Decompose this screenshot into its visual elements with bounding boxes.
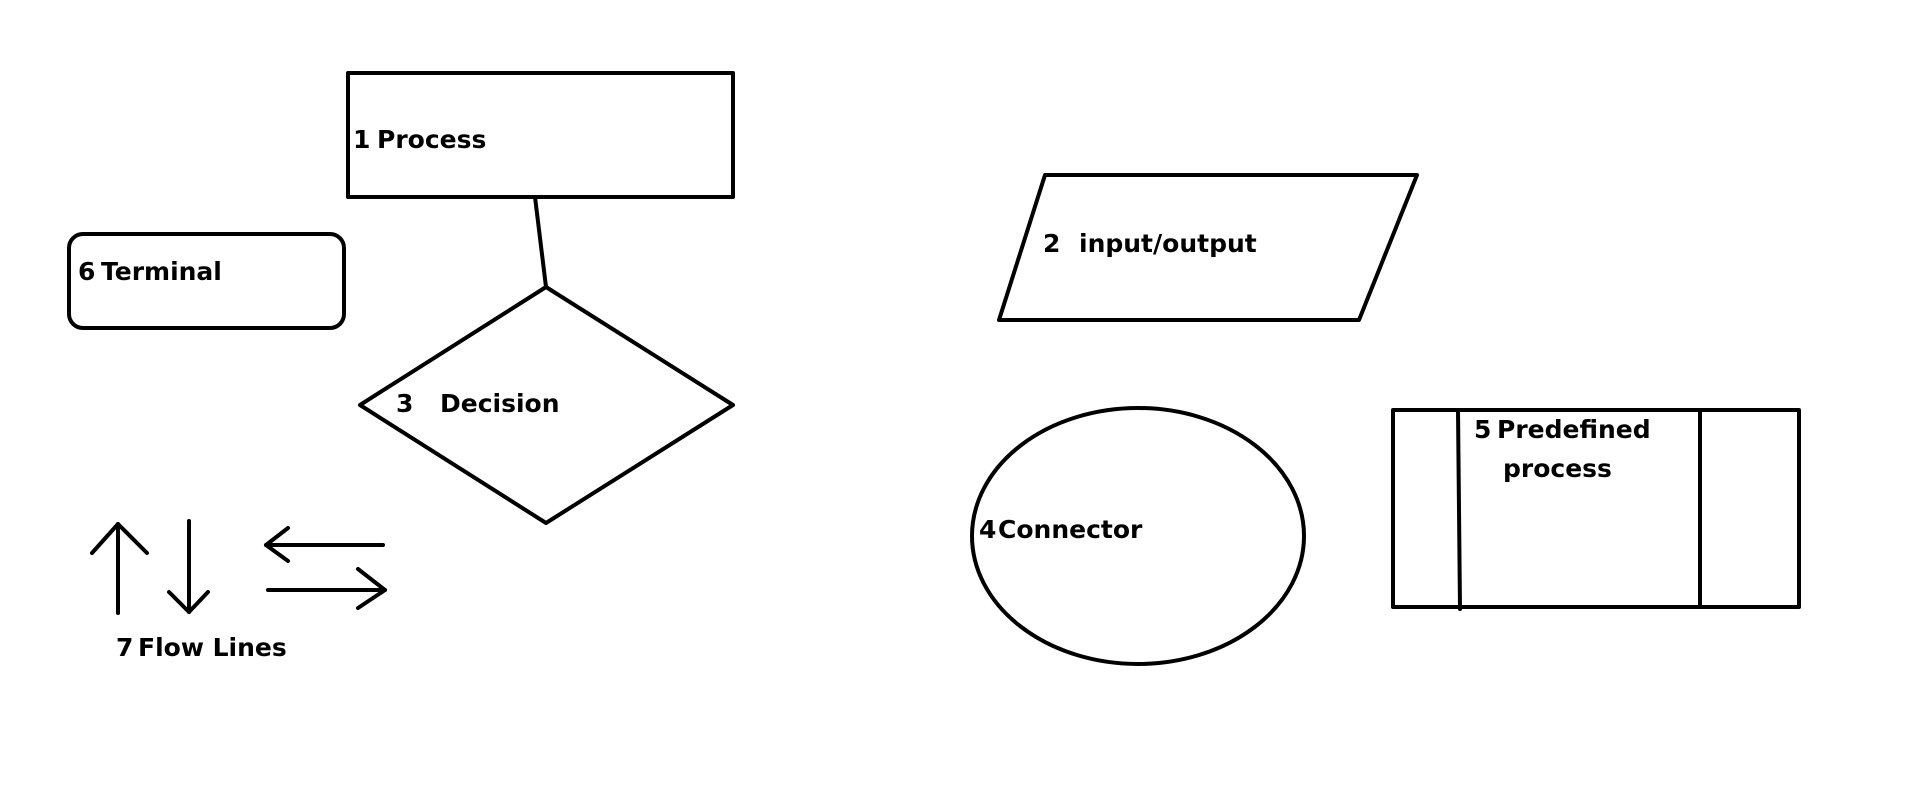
terminal-label: Terminal [101, 257, 222, 286]
connector-label: Connector [998, 515, 1143, 544]
process-label: Process [377, 125, 486, 154]
input-output-symbol: 2 input/output [997, 173, 1419, 322]
right-arrow-icon [266, 567, 387, 610]
decision-diamond [358, 285, 735, 525]
connector-number: 4 [979, 515, 996, 544]
left-arrow-icon [264, 526, 385, 563]
terminal-number: 6 [78, 257, 95, 286]
predefined-process-left-bar [1456, 408, 1462, 611]
input-output-label: input/output [1079, 229, 1257, 258]
predefined-process-number: 5 [1474, 415, 1491, 444]
input-output-parallelogram [997, 173, 1419, 322]
up-arrow-icon [90, 522, 149, 615]
decision-label: Decision [440, 389, 560, 418]
flow-lines-number: 7 [116, 633, 133, 662]
terminal-symbol: 6 Terminal [67, 232, 346, 330]
process-symbol: 1 Process [346, 71, 735, 199]
input-output-number: 2 [1043, 229, 1060, 258]
terminal-rounded-rectangle [67, 232, 346, 330]
decision-number: 3 [396, 389, 413, 418]
process-to-decision-line [533, 195, 548, 289]
process-number: 1 [353, 125, 370, 154]
connector-symbol: 4 Connector [970, 406, 1306, 666]
flow-lines-symbol: 7 Flow Lines [90, 519, 387, 662]
connector-ellipse [970, 406, 1306, 666]
predefined-process-label-line2: process [1503, 454, 1612, 483]
process-rectangle [346, 71, 735, 199]
predefined-process-label: Predefined [1497, 415, 1651, 444]
down-arrow-icon [167, 519, 210, 614]
decision-symbol: 3 Decision [358, 285, 735, 525]
flow-lines-label: Flow Lines [138, 633, 287, 662]
predefined-process-symbol: 5 Predefined process [1391, 408, 1801, 611]
